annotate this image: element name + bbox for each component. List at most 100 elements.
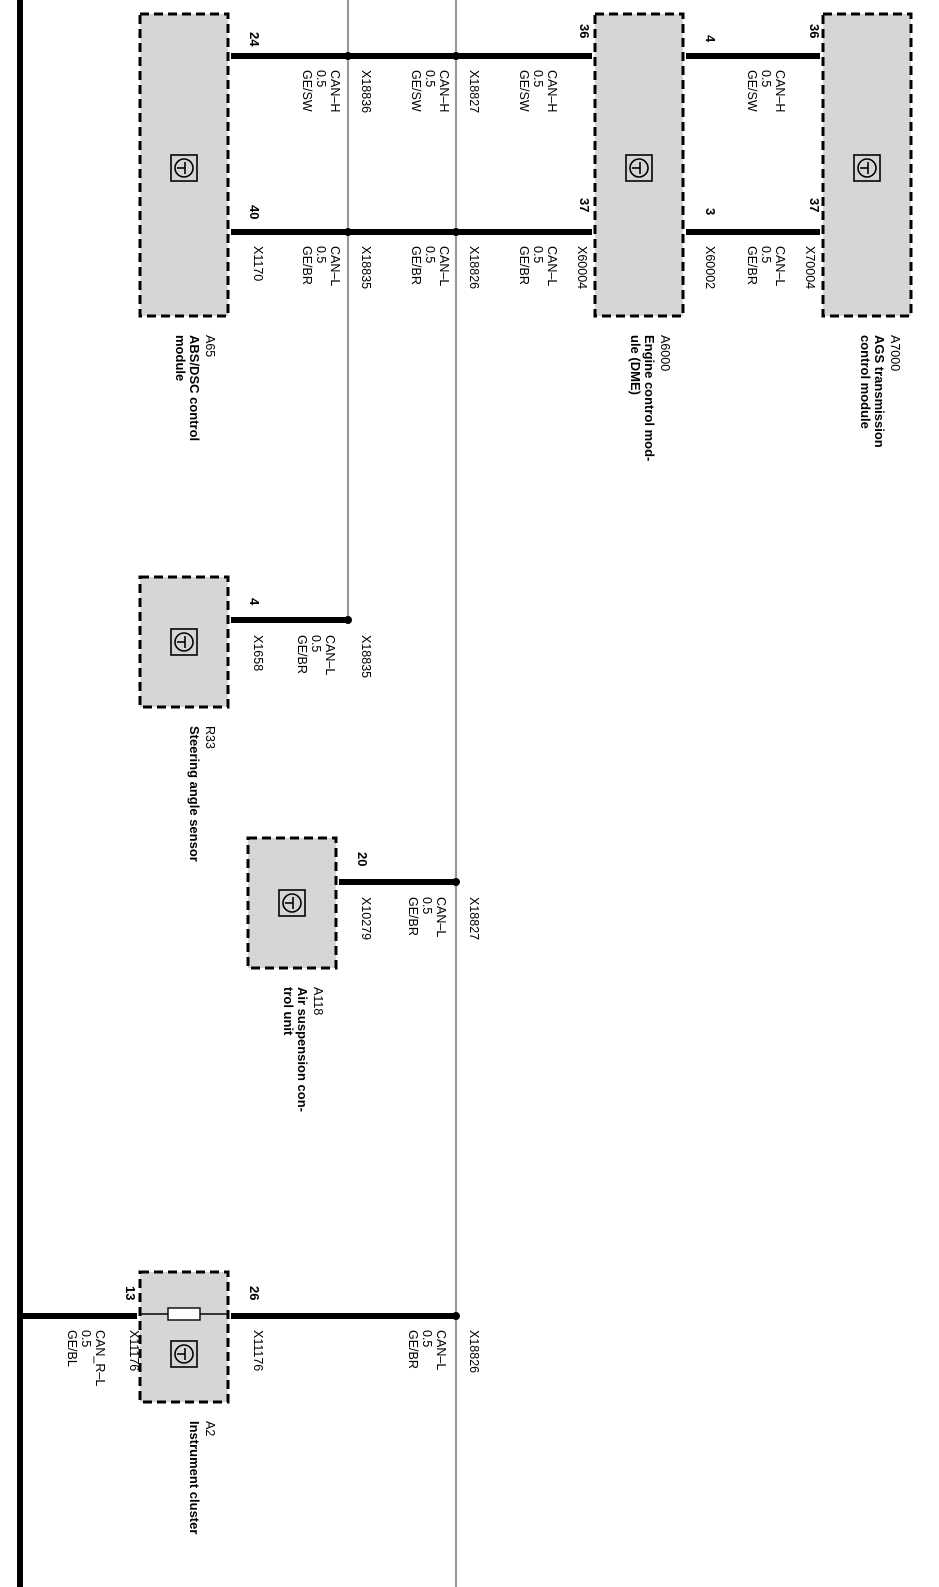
signal-label: CAN–L (434, 1330, 448, 1370)
color-label: GE/BR (300, 246, 314, 285)
pin-number: 37 (577, 198, 592, 212)
module-name-line-1: Air suspension con- (295, 987, 310, 1112)
signal-label: CAN–L (437, 246, 451, 286)
label-group: X11176 CAN_R–L 0.5 GE/BL (65, 1330, 141, 1386)
gauge-label: 0.5 (423, 70, 437, 87)
pin-number: 24 (247, 32, 262, 47)
color-label: GE/SW (409, 70, 423, 112)
color-label: GE/SW (300, 70, 314, 112)
pin-number: 4 (247, 598, 262, 606)
pin-number: 20 (355, 852, 370, 866)
label-group: X18827 CAN–L 0.5 GE/BR X10279 (359, 897, 481, 940)
label-group: X60002 CAN–L 0.5 GE/BR X70004 (703, 246, 817, 289)
module-r33: R33 Steering angle sensor (138, 575, 230, 862)
signal-label: CAN_R–L (93, 1330, 107, 1386)
signal-label: CAN–L (328, 246, 342, 286)
gauge-label: 0.5 (420, 1330, 434, 1347)
module-name-line-1: ABS/DSC control (187, 335, 202, 441)
module-id: A118 (311, 987, 325, 1015)
module-a118: A118 Air suspension con- trol unit (246, 836, 338, 1112)
connector-label: X60002 (703, 246, 717, 289)
signal-label: CAN–L (434, 897, 448, 937)
label-group: CAN–H 0.5 GE/SW (745, 70, 787, 112)
splice-dot (452, 52, 460, 60)
pin-number: 40 (247, 205, 262, 219)
pin-number: 13 (123, 1286, 138, 1300)
module-name-line-1: Engine control mod- (642, 335, 657, 461)
module-id: A6000 (658, 335, 672, 371)
label-group: CAN–H 0.5 GE/SW X18827 (409, 70, 481, 113)
pin-number: 37 (807, 198, 822, 212)
splice-dot (344, 228, 352, 236)
color-label: GE/SW (745, 70, 759, 112)
color-label: GE/BL (65, 1330, 79, 1367)
gauge-label: 0.5 (423, 246, 437, 263)
connector-label: X18826 (467, 246, 481, 289)
ground-symbol-icon (170, 628, 198, 656)
label-group: X18826 CAN–L 0.5 GE/BR X60004 (467, 246, 589, 289)
label-group: X18826 CAN–L 0.5 GE/BR X11176 (251, 1330, 481, 1373)
module-name-line-2: trol unit (281, 987, 296, 1036)
signal-label: CAN–L (773, 246, 787, 286)
splice-dot (344, 616, 352, 624)
resistor-icon (167, 1307, 201, 1321)
pin-number: 3 (703, 208, 718, 215)
connector-label: X11176 (127, 1330, 141, 1371)
splice-dot (452, 878, 460, 886)
label-group: X18836 CAN–H 0.5 GE/SW (300, 70, 373, 113)
color-label: GE/BR (406, 1330, 420, 1369)
module-id: R33 (203, 726, 217, 749)
signal-label: CAN–L (323, 635, 337, 675)
module-name-line-1: Steering angle sensor (187, 726, 202, 862)
gauge-label: 0.5 (314, 246, 328, 263)
connector-label: X18827 (467, 70, 481, 113)
color-label: GE/BR (295, 635, 309, 674)
signal-label: CAN–H (545, 70, 559, 112)
connector-label: X70004 (803, 246, 817, 289)
module-name-line-2: control module (858, 335, 873, 429)
connector-label: X1658 (251, 635, 265, 671)
connector-label: X18836 (359, 70, 373, 113)
splice-dot (452, 1312, 460, 1320)
gauge-label: 0.5 (531, 70, 545, 87)
module-id: A2 (203, 1421, 217, 1436)
pin-number: 36 (807, 24, 822, 38)
gauge-label: 0.5 (79, 1330, 93, 1347)
signal-label: CAN–H (328, 70, 342, 112)
ground-symbol-icon (170, 1340, 198, 1368)
ground-symbol-icon (625, 154, 653, 182)
gauge-label: 0.5 (759, 246, 773, 263)
pin-number: 4 (703, 35, 718, 43)
module-name-line-2: ule (DME) (628, 335, 643, 395)
color-label: GE/BR (409, 246, 423, 285)
gauge-label: 0.5 (314, 70, 328, 87)
splice-dot (344, 52, 352, 60)
label-group: X18835 CAN–L 0.5 GE/BR (359, 246, 451, 289)
module-name-line-1: Instrument cluster (187, 1421, 202, 1534)
label-group: CAN–H 0.5 GE/SW (517, 70, 559, 112)
ground-symbol-icon (853, 154, 881, 182)
color-label: GE/SW (517, 70, 531, 112)
module-a65: A65 ABS/DSC control module (138, 12, 230, 441)
gauge-label: 0.5 (531, 246, 545, 263)
label-group: X1170 CAN–L 0.5 GE/BR (251, 246, 342, 286)
pin-number: 26 (247, 1286, 262, 1300)
gauge-label: 0.5 (420, 897, 434, 914)
module-a6000: A6000 Engine control mod- ule (DME) (593, 12, 685, 461)
connector-label: X60004 (575, 246, 589, 289)
module-id: A65 (203, 335, 217, 357)
pin-number: 36 (577, 24, 592, 38)
module-a7000: A7000 AGS transmission control module (821, 12, 913, 448)
module-id: A7000 (888, 335, 902, 371)
connector-label: X1170 (251, 246, 265, 281)
splice-dot (452, 228, 460, 236)
connector-label: X18826 (467, 1330, 481, 1373)
connector-label: X18827 (467, 897, 481, 940)
module-a2: A2 Instrument cluster (138, 1270, 230, 1534)
connector-label: X18835 (359, 635, 373, 678)
color-label: GE/BR (745, 246, 759, 285)
signal-label: CAN–H (773, 70, 787, 112)
signal-label: CAN–L (545, 246, 559, 286)
signal-label: CAN–H (437, 70, 451, 112)
